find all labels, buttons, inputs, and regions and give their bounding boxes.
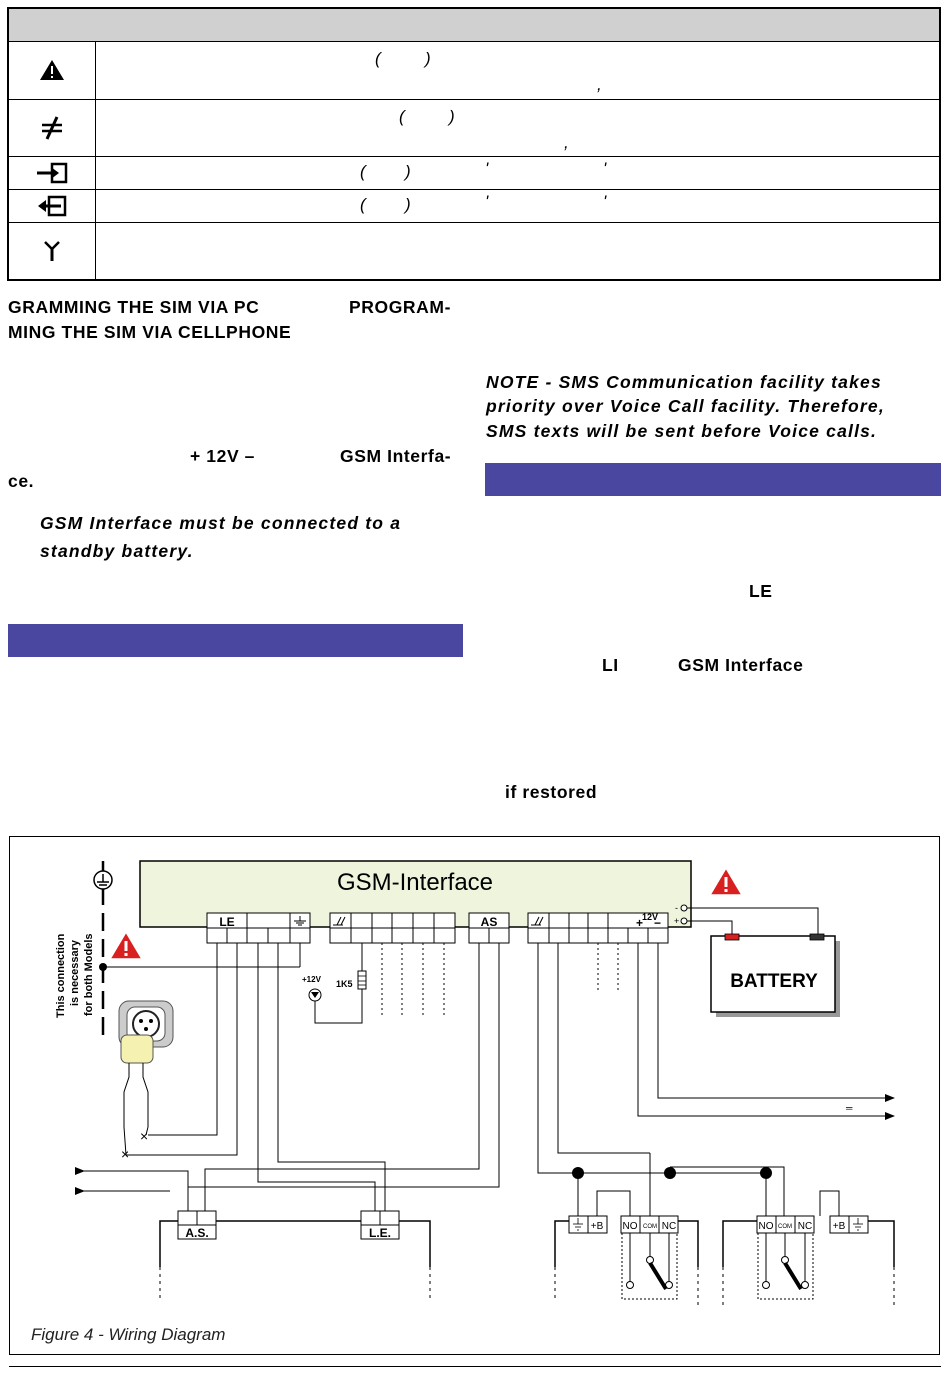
output-arrow-icon xyxy=(38,195,67,216)
table-row xyxy=(9,222,939,279)
no-sim-icon xyxy=(42,115,62,140)
ground-icon xyxy=(294,916,306,926)
table-text: ' xyxy=(603,159,607,178)
table-row: ( ) ' ' xyxy=(9,189,939,223)
side-note: is necessary xyxy=(69,939,81,1006)
terminal-block-as xyxy=(468,912,510,944)
ground-icon xyxy=(573,1218,583,1231)
power-text: + 12V – xyxy=(190,446,256,466)
resistor-icon xyxy=(357,970,367,990)
sms-note: priority over Voice Call facility. There… xyxy=(486,396,885,416)
chassis-icon xyxy=(333,916,346,926)
terminal-nc: NC xyxy=(662,1221,676,1232)
antenna-icon-cell xyxy=(9,222,96,279)
dc-symbol: ═ xyxy=(845,1103,853,1113)
ground-icon xyxy=(853,1218,863,1231)
table-header xyxy=(9,9,939,42)
table-text: ) xyxy=(425,49,431,68)
panel-title: GSM-Interface xyxy=(337,869,493,896)
table-text: ( xyxy=(399,107,405,126)
terminal-block-outputs xyxy=(527,912,669,944)
table-text: ' xyxy=(485,192,489,211)
terminal-voltage: 12V xyxy=(642,912,658,922)
table-text: ' xyxy=(485,159,489,178)
terminal-no: NO xyxy=(623,1221,638,1232)
table-text: ) xyxy=(405,162,411,181)
terminal-plusb: +B xyxy=(833,1221,846,1232)
batt-minus-label: - xyxy=(675,903,678,913)
section-bar xyxy=(8,624,463,657)
terminal-block-inputs xyxy=(329,912,456,944)
battery-note: standby battery. xyxy=(40,541,194,561)
table-text: , xyxy=(564,133,569,152)
input-arrow-icon-cell xyxy=(9,156,96,189)
warning-icon-cell xyxy=(9,41,96,99)
antenna-icon xyxy=(44,240,60,261)
relay-switch xyxy=(783,1261,803,1291)
input-arrow-icon xyxy=(37,162,68,183)
table-text: ( xyxy=(360,162,366,181)
warning-icon xyxy=(40,60,64,80)
cut-mark: × xyxy=(121,1146,129,1162)
phone-socket-icon xyxy=(118,1000,174,1064)
table-text: ) xyxy=(405,195,411,214)
led-icon xyxy=(308,988,322,1002)
page-rule xyxy=(9,1366,941,1367)
terminal-minus: − xyxy=(654,916,661,930)
terminal-label: AS xyxy=(481,915,498,929)
resistor-label: 1K5 xyxy=(336,979,353,989)
terminal-label: LE xyxy=(219,915,234,929)
table-text: ( xyxy=(375,49,381,68)
table-row: ( ) , xyxy=(9,41,939,100)
terminal-plus: + xyxy=(636,916,643,930)
terminal-no: NO xyxy=(759,1221,774,1232)
output-arrow-icon-cell xyxy=(9,189,96,222)
heading-fragment: PROGRAM- xyxy=(349,297,452,317)
table-text: ' xyxy=(603,192,607,211)
table-text: , xyxy=(597,75,602,94)
no-sim-icon-cell xyxy=(9,99,96,156)
side-note: This connection xyxy=(55,933,67,1018)
figure-caption: Figure 4 - Wiring Diagram xyxy=(31,1325,226,1344)
warning-icon xyxy=(108,930,144,960)
symbol-table: ( ) , ( ) , ( ) ' ' xyxy=(7,7,941,281)
table-row: ( ) , xyxy=(9,99,939,157)
le-box-label: L.E. xyxy=(369,1226,391,1240)
power-text: ce. xyxy=(8,471,35,491)
as-box-label: A.S. xyxy=(185,1226,208,1240)
earth-icon xyxy=(93,870,113,890)
side-note: for both Models xyxy=(83,934,95,1017)
relay-box xyxy=(757,1232,814,1300)
wiring-diagram-figure: This connection is necessary for both Mo… xyxy=(9,836,940,1355)
batt-plus-label: + xyxy=(674,916,679,926)
relay-switch xyxy=(648,1261,668,1291)
body-text: if restored xyxy=(505,782,598,802)
body-text: LE xyxy=(749,581,773,601)
power-text: GSM Interfa- xyxy=(340,446,452,466)
sms-note: SMS texts will be sent before Voice call… xyxy=(486,421,878,441)
section-bar xyxy=(485,463,941,496)
chassis-icon xyxy=(531,916,544,926)
terminal-block-le xyxy=(206,912,311,944)
table-text: ) xyxy=(449,107,455,126)
body-text: LI xyxy=(602,655,619,675)
table-text: ( xyxy=(360,195,366,214)
terminal-com: COM xyxy=(778,1224,792,1230)
warning-icon xyxy=(708,866,744,896)
cut-mark: × xyxy=(140,1128,148,1144)
heading-fragment: GRAMMING THE SIM VIA PC xyxy=(8,297,260,317)
led-voltage-label: +12V xyxy=(302,975,322,984)
terminal-com: COM xyxy=(643,1224,657,1230)
body-text: GSM Interface xyxy=(678,655,804,675)
battery xyxy=(710,935,836,1013)
battery-note: GSM Interface must be connected to a xyxy=(40,513,402,533)
wiring-diagram: This connection is necessary for both Mo… xyxy=(55,860,895,1307)
sms-note: NOTE - SMS Communication facility takes xyxy=(486,372,882,392)
heading-fragment: MING THE SIM VIA CELLPHONE xyxy=(8,322,292,342)
terminal-plusb: +B xyxy=(591,1221,604,1232)
battery-label: BATTERY xyxy=(730,971,818,992)
terminal-nc: NC xyxy=(798,1221,812,1232)
table-row: ( ) ' ' xyxy=(9,156,939,190)
relay-box xyxy=(621,1232,678,1300)
